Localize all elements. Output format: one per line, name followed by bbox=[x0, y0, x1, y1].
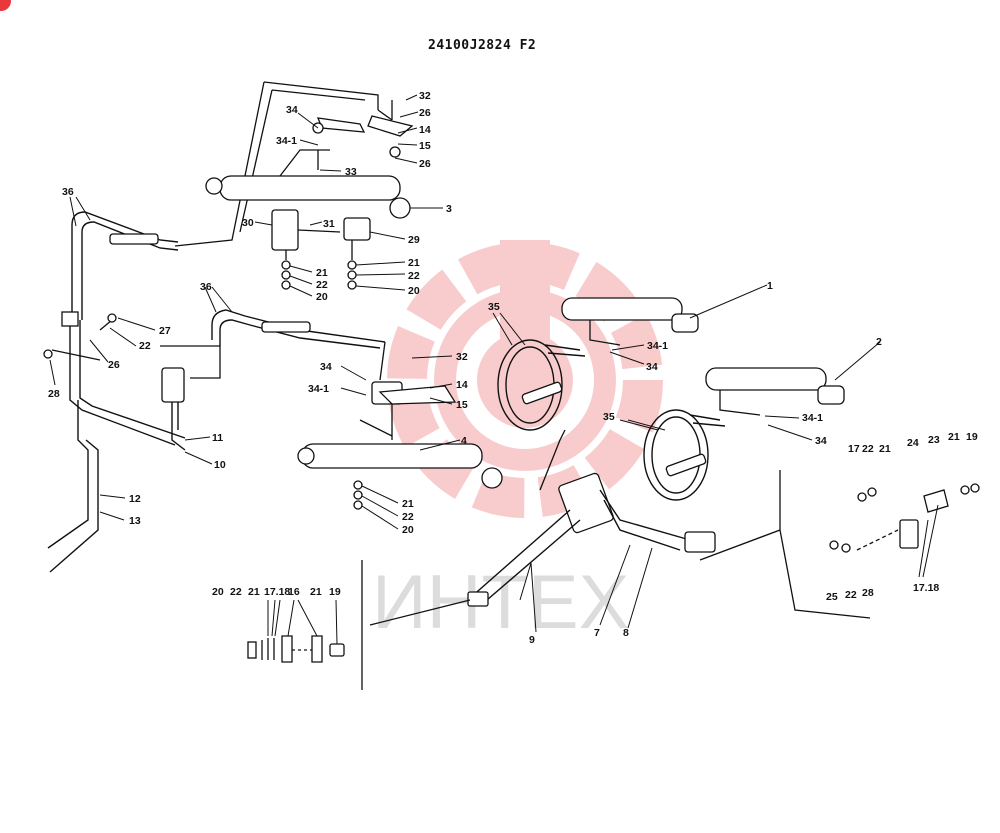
callout-label: 21 bbox=[310, 586, 322, 598]
watermark-text: ИНТЕХ bbox=[372, 560, 629, 645]
callout-label: 11 bbox=[212, 432, 223, 444]
callout-label: 20 bbox=[408, 285, 420, 297]
callout-label: 30 bbox=[242, 217, 254, 229]
leader-lines bbox=[49, 94, 939, 645]
callout-label: 22 bbox=[845, 589, 857, 601]
callout-label: 22 bbox=[316, 279, 328, 291]
callout-label: 34-1 bbox=[276, 135, 297, 147]
callout-label: 21 bbox=[879, 443, 891, 455]
callout-label: 36 bbox=[62, 186, 74, 198]
callout-label: 14 bbox=[419, 124, 431, 136]
callout-labels: 32 26 14 15 26 34 34-1 33 3 30 31 29 21 … bbox=[48, 90, 978, 646]
valve-and-pipes bbox=[361, 429, 871, 690]
callout-label: 36 bbox=[200, 281, 212, 293]
callout-label: 25 bbox=[826, 591, 838, 603]
callout-label: 7 bbox=[594, 627, 600, 639]
lower-cylinder-assembly bbox=[297, 381, 503, 510]
callout-label: 21 bbox=[408, 257, 420, 269]
callout-label: 34 bbox=[286, 104, 298, 116]
callout-label: 10 bbox=[214, 459, 226, 471]
callout-label: 19 bbox=[966, 431, 978, 443]
callout-label: 17.18 bbox=[264, 586, 290, 598]
callout-label: 22 bbox=[862, 443, 874, 455]
callout-label: 27 bbox=[159, 325, 171, 337]
callout-label: 22 bbox=[139, 340, 151, 352]
callout-label: 16 bbox=[288, 586, 300, 598]
bottom-clamp-set bbox=[247, 635, 345, 663]
callout-label: 34-1 bbox=[308, 383, 329, 395]
callout-label: 20 bbox=[316, 291, 328, 303]
callout-label: 20 bbox=[402, 524, 414, 536]
document-code: 24100J2824 F2 bbox=[428, 38, 537, 53]
right-cylinders bbox=[561, 297, 845, 416]
callout-label: 14 bbox=[456, 379, 468, 391]
callout-label: 19 bbox=[329, 586, 341, 598]
callout-label: 17.18 bbox=[913, 582, 939, 594]
callout-label: 4 bbox=[461, 435, 467, 447]
callout-label: 12 bbox=[129, 493, 141, 505]
callout-label: 31 bbox=[323, 218, 335, 230]
callout-label: 32 bbox=[419, 90, 431, 102]
callout-label: 21 bbox=[316, 267, 328, 279]
right-clamp-set bbox=[829, 483, 980, 553]
upper-cylinder-assembly bbox=[174, 81, 414, 290]
callout-label: 34-1 bbox=[647, 340, 668, 352]
callout-label: 2 bbox=[876, 336, 882, 348]
callout-label: 34 bbox=[320, 361, 332, 373]
callout-label: 24 bbox=[907, 437, 919, 449]
callout-label: 22 bbox=[230, 586, 242, 598]
callout-label: 34-1 bbox=[802, 412, 823, 424]
callout-label: 34 bbox=[646, 361, 658, 373]
callout-label: 35 bbox=[488, 301, 500, 313]
callout-label: 21 bbox=[948, 431, 960, 443]
callout-label: 1 bbox=[767, 280, 773, 292]
callout-label: 20 bbox=[212, 586, 224, 598]
callout-label: 15 bbox=[419, 140, 431, 152]
callout-label: 26 bbox=[419, 158, 431, 170]
callout-label: 23 bbox=[928, 434, 940, 446]
callout-label: 8 bbox=[623, 627, 629, 639]
middle-hose-pair bbox=[211, 309, 386, 381]
coiled-hoses bbox=[497, 339, 726, 501]
callout-label: 26 bbox=[108, 359, 120, 371]
callout-label: 22 bbox=[408, 270, 420, 282]
callout-label: 17 bbox=[848, 443, 860, 455]
callout-label: 34 bbox=[815, 435, 827, 447]
callout-label: 22 bbox=[402, 511, 414, 523]
corner-badge bbox=[0, 0, 11, 11]
callout-label: 28 bbox=[862, 587, 874, 599]
left-hose-bundle bbox=[43, 211, 221, 573]
callout-label: 21 bbox=[402, 498, 414, 510]
callout-label: 32 bbox=[456, 351, 468, 363]
callout-label: 33 bbox=[345, 166, 357, 178]
callout-label: 9 bbox=[529, 634, 535, 646]
callout-label: 26 bbox=[419, 107, 431, 119]
callout-label: 15 bbox=[456, 399, 468, 411]
callout-label: 13 bbox=[129, 515, 141, 527]
callout-label: 35 bbox=[603, 411, 615, 423]
callout-label: 28 bbox=[48, 388, 60, 400]
callout-label: 3 bbox=[446, 203, 452, 215]
callout-label: 21 bbox=[248, 586, 260, 598]
callout-label: 29 bbox=[408, 234, 420, 246]
